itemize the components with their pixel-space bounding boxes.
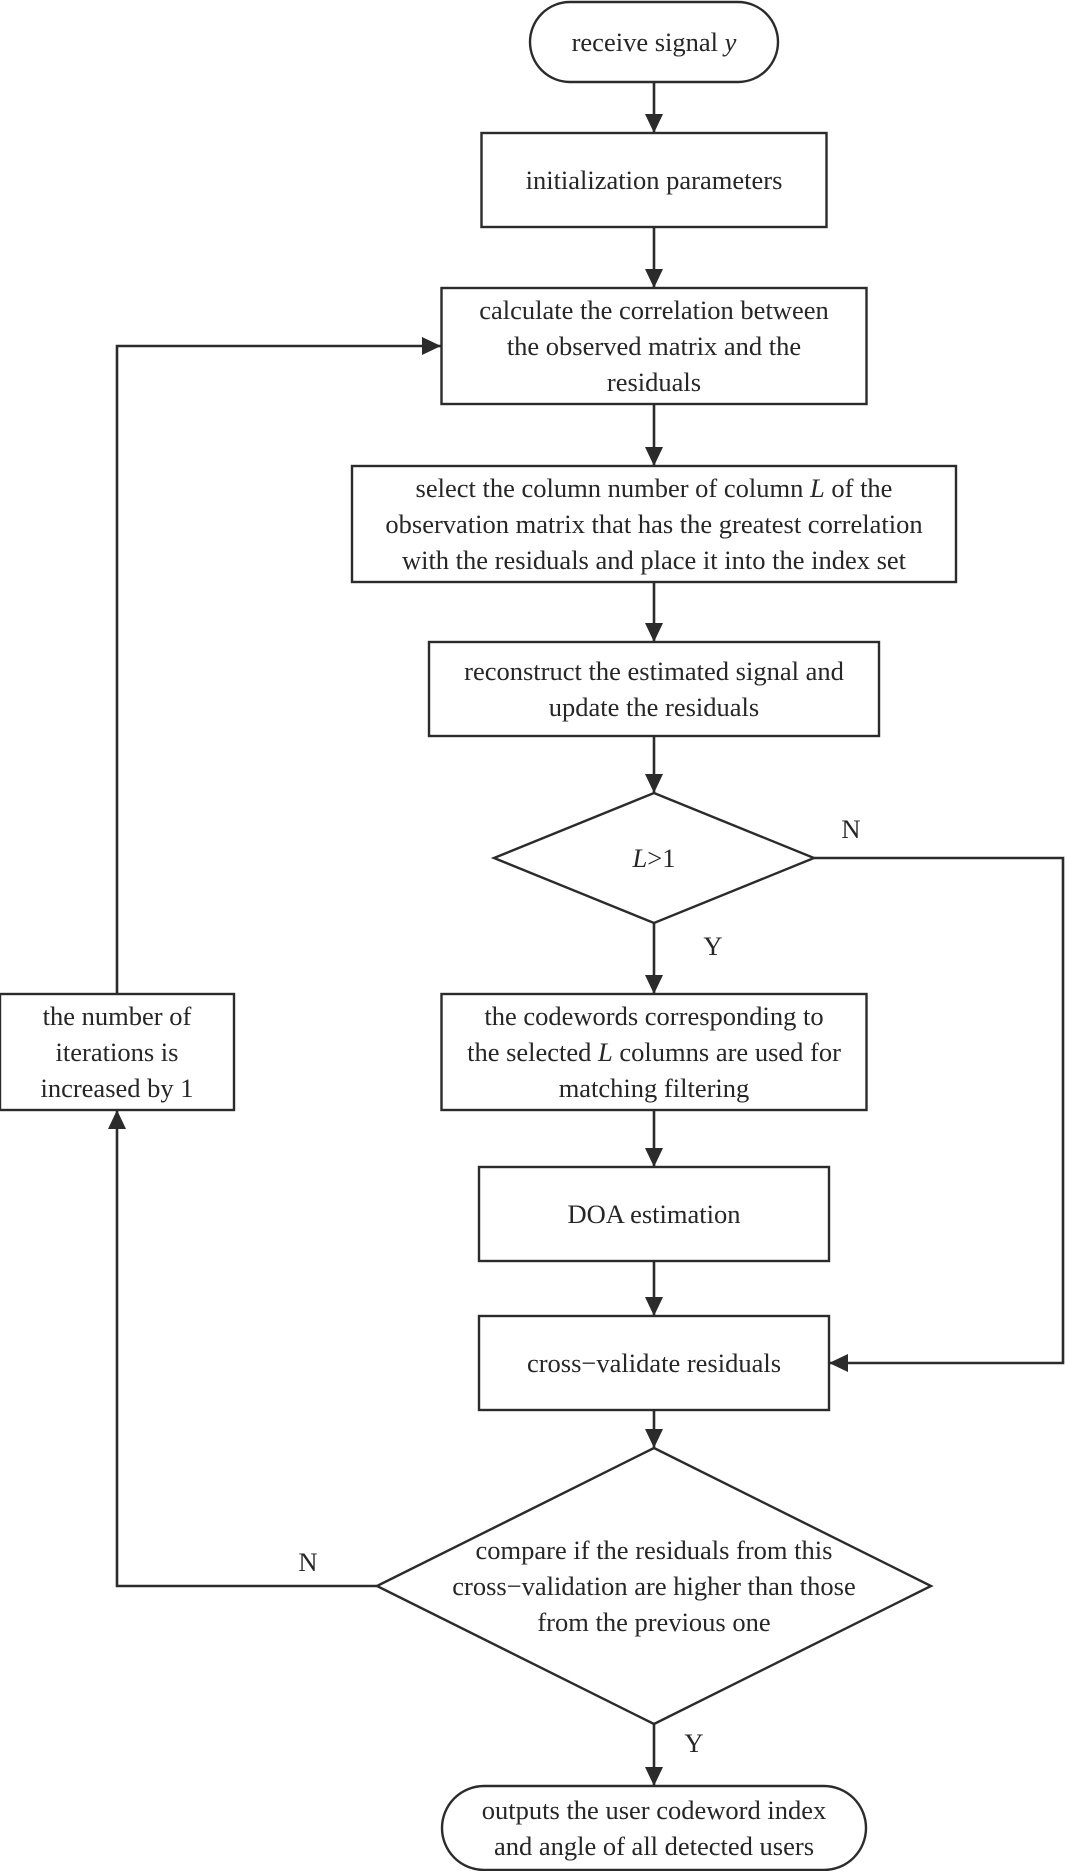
node-recon-line-1: reconstruct the estimated signal and <box>464 656 844 686</box>
node-cond2-line-1: compare if the residuals from this <box>476 1535 833 1565</box>
node-recon-line-2: update the residuals <box>549 692 759 722</box>
node-codewords-line-3: matching filtering <box>559 1073 750 1103</box>
node-iter-line-2: iterations is <box>56 1037 179 1067</box>
edge-codewords-to-doa <box>645 1110 663 1167</box>
node-start-line-1: receive signal y <box>572 27 737 57</box>
edge-label-y: Y <box>703 931 722 961</box>
edge-cond1-to-codewords: Y <box>645 923 723 994</box>
process-box <box>427 640 881 738</box>
node-cond2-line-2: cross−validation are higher than those <box>452 1571 856 1601</box>
node-start: receive signal y <box>528 0 780 84</box>
node-select-line-1: select the column number of column L of … <box>416 473 893 503</box>
arrowhead <box>645 623 663 642</box>
arrowhead <box>645 975 663 994</box>
node-cond1: L>1 <box>490 791 818 925</box>
node-corr: calculate the correlation between the obs… <box>440 286 868 406</box>
arrowhead <box>645 1767 663 1786</box>
edge-label-n: N <box>298 1547 317 1577</box>
node-select: select the column number of column L of … <box>350 464 958 584</box>
decision-diamond <box>490 791 818 925</box>
process-box <box>440 286 868 406</box>
terminal-shape <box>440 1784 868 1871</box>
node-cond2-line-3: from the previous one <box>537 1607 770 1637</box>
node-iter: the number of iterations is increased by 1 <box>0 992 236 1112</box>
node-select-line-3: with the residuals and place it into the… <box>402 545 907 575</box>
process-box <box>477 1314 831 1412</box>
process-box <box>350 464 958 584</box>
node-iter-line-3: increased by 1 <box>40 1073 193 1103</box>
arrowhead <box>422 337 441 355</box>
node-end-line-2: and angle of all detected users <box>494 1831 814 1861</box>
node-select-line-2: observation matrix that has the greatest… <box>385 509 922 539</box>
edge-start-to-init <box>645 82 663 133</box>
edge-recon-to-cond1 <box>645 736 663 793</box>
edge-corr-to-select <box>645 404 663 466</box>
arrowhead <box>645 269 663 288</box>
arrowhead <box>645 1297 663 1316</box>
process-box <box>440 992 868 1112</box>
node-codewords: the codewords corresponding to the select… <box>440 992 868 1112</box>
process-box <box>480 131 828 229</box>
process-box <box>477 1165 831 1263</box>
edge-label-y: Y <box>684 1728 703 1758</box>
arrowhead <box>108 1110 126 1129</box>
node-init: initialization parameters <box>480 131 828 229</box>
node-codewords-line-2: the selected L columns are used for <box>467 1037 841 1067</box>
node-recon: reconstruct the estimated signal and upda… <box>427 640 881 738</box>
edge-cv-to-cond2 <box>645 1410 663 1448</box>
edge-cond2-to-iter: N <box>108 1110 377 1588</box>
arrowhead <box>645 1148 663 1167</box>
edge-doa-to-cv <box>645 1261 663 1316</box>
node-corr-line-1: calculate the correlation between <box>479 295 828 325</box>
node-cv-line-1: cross−validate residuals <box>527 1348 781 1378</box>
node-corr-line-2: the observed matrix and the <box>507 331 801 361</box>
arrowhead <box>829 1354 848 1372</box>
node-cv: cross−validate residuals <box>477 1314 831 1412</box>
node-corr-line-3: residuals <box>607 367 701 397</box>
decision-diamond <box>374 1446 934 1726</box>
node-doa-line-1: DOA estimation <box>568 1199 741 1229</box>
node-init-line-1: initialization parameters <box>526 165 783 195</box>
node-doa: DOA estimation <box>477 1165 831 1263</box>
arrowhead <box>645 774 663 793</box>
edge-select-to-recon <box>645 582 663 642</box>
arrowhead <box>645 1429 663 1448</box>
edge-cond2-to-end: Y <box>645 1724 704 1786</box>
edge-init-to-corr <box>645 227 663 288</box>
arrowhead <box>645 447 663 466</box>
terminal-shape <box>528 0 780 84</box>
node-end-line-1: outputs the user codeword index <box>482 1795 826 1825</box>
node-codewords-line-1: the codewords corresponding to <box>484 1001 823 1031</box>
node-cond2: compare if the residuals from this cross−… <box>374 1446 934 1726</box>
connector-line <box>814 856 1065 1365</box>
edge-label-n: N <box>841 814 860 844</box>
node-iter-line-1: the number of <box>43 1001 192 1031</box>
process-box <box>0 992 236 1112</box>
connector-line <box>115 344 441 994</box>
node-cond1-line-1: L>1 <box>632 843 676 873</box>
edge-cond1-to-cv: N <box>814 814 1065 1372</box>
edge-iter-to-corr <box>115 337 441 994</box>
arrowhead <box>645 114 663 133</box>
node-end: outputs the user codeword index and angle… <box>440 1784 868 1871</box>
connector-line <box>115 1110 377 1588</box>
